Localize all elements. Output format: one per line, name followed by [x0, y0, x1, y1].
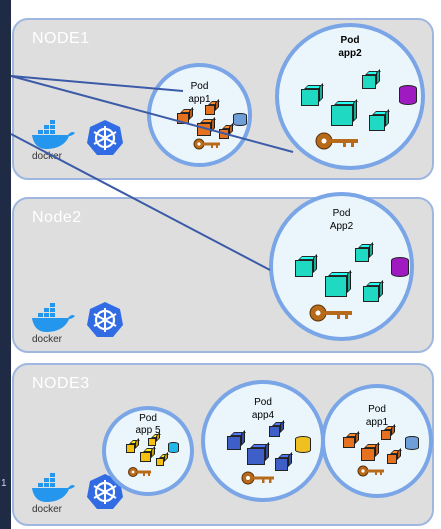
container-cube [269, 426, 280, 437]
container-cube [343, 437, 355, 448]
container-cube [301, 89, 319, 106]
key-icon [128, 467, 151, 477]
kubernetes-icon [87, 474, 123, 509]
pod-title: Pod [254, 397, 272, 408]
node-label: NODE3 [32, 375, 90, 392]
pod-app5[interactable]: Pod app 5 [102, 406, 194, 496]
node-2: Node2 docker Pod App2 [12, 192, 434, 353]
pod-app2[interactable]: Pod App2 [269, 192, 414, 341]
pod-title: Pod [332, 208, 351, 219]
container-cube [369, 115, 385, 131]
docker-logo: docker [32, 120, 75, 162]
container-cube [363, 286, 379, 302]
kubernetes-icon [87, 302, 123, 337]
storage-icon [233, 113, 247, 126]
storage-icon [405, 436, 419, 450]
docker-logo: docker [32, 303, 75, 345]
key-icon [193, 138, 220, 150]
pod-app1[interactable]: Pod app1 [321, 384, 433, 498]
container-cube [387, 454, 397, 464]
node-1: NODE1 docker Pod app1 Pod app2 [12, 18, 434, 180]
container-cube [156, 458, 164, 466]
container-cube [227, 436, 241, 450]
node-label: Node2 [32, 209, 82, 226]
container-cube [247, 448, 265, 465]
pod-app1[interactable]: Pod app1 [147, 63, 252, 167]
container-cube [140, 452, 151, 462]
storage-icon [391, 257, 409, 277]
pod-title: Pod [139, 413, 157, 424]
container-cube [325, 276, 347, 297]
node-label: NODE1 [32, 30, 90, 47]
docker-text: docker [32, 504, 63, 515]
key-icon [241, 471, 274, 485]
left-edge-bar [0, 0, 11, 529]
container-cube [148, 438, 156, 446]
key-icon [315, 132, 358, 150]
pod-app4[interactable]: Pod app4 [201, 380, 325, 502]
container-cube [205, 105, 215, 115]
pod-title: Pod [190, 81, 209, 92]
pod-app2[interactable]: Pod app2 [275, 23, 425, 170]
pod-app-name: app1 [365, 417, 389, 428]
docker-text: docker [32, 334, 63, 345]
container-cube [126, 444, 135, 453]
pod-app-name: app2 [338, 48, 362, 59]
key-icon [357, 465, 384, 477]
container-cube [177, 113, 189, 124]
docker-text: docker [32, 151, 63, 162]
container-cube [331, 105, 353, 126]
storage-icon [399, 85, 417, 105]
pod-app-name: app4 [251, 410, 275, 421]
key-icon [309, 304, 352, 322]
container-cube [275, 458, 288, 471]
edge-label: 1 [1, 478, 7, 489]
container-cube [355, 248, 369, 262]
pod-app-name: App2 [329, 221, 354, 232]
pod-title: Pod [368, 404, 386, 415]
docker-logo: docker [32, 473, 75, 515]
node-3: NODE3 docker Pod app 5 Pod app4 [12, 363, 434, 526]
pod-app-name: app 5 [135, 425, 161, 436]
pod-title: Pod [340, 35, 360, 46]
container-cube [361, 448, 375, 461]
container-cube [362, 75, 376, 89]
container-cube [381, 430, 391, 440]
storage-icon [295, 436, 311, 453]
kubernetes-icon [87, 120, 123, 155]
storage-icon [168, 442, 179, 453]
container-cube [197, 123, 211, 136]
pod-app-name: app1 [188, 94, 211, 105]
container-cube [295, 260, 313, 277]
